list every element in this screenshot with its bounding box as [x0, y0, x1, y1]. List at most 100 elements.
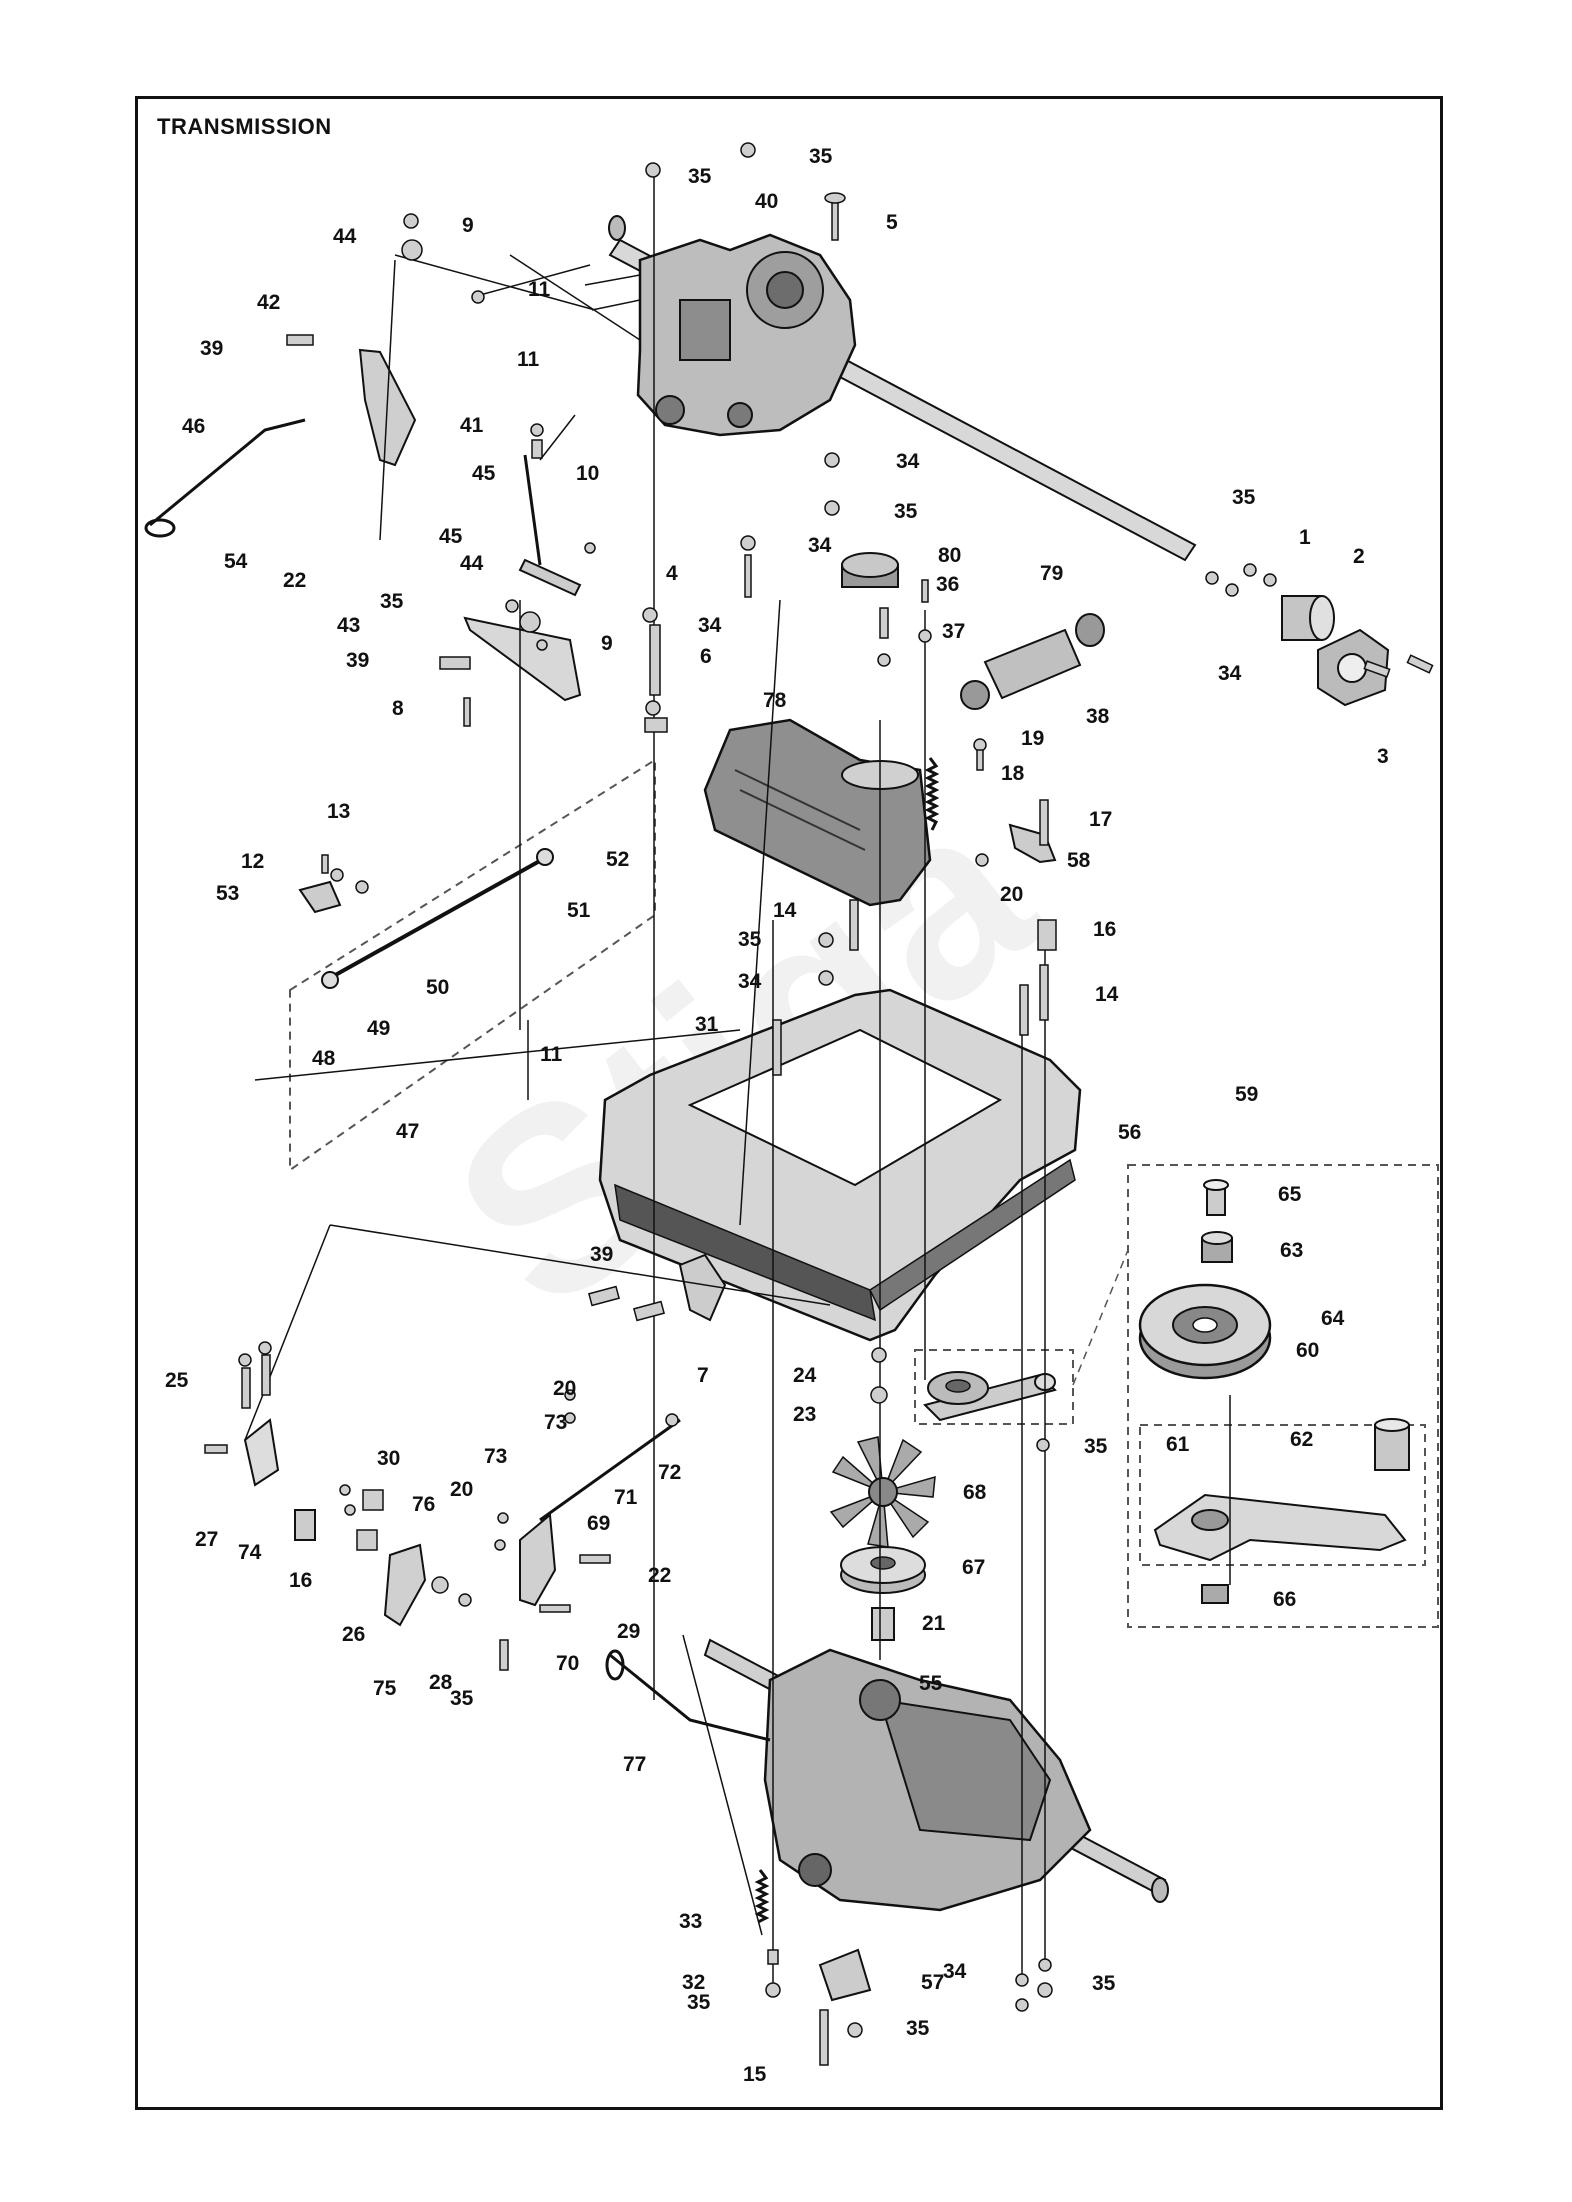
callout-65: 65	[1278, 1183, 1302, 1206]
callout-17: 17	[1089, 808, 1112, 831]
drive-pulley-67	[840, 1546, 926, 1594]
callout-60: 60	[1296, 1339, 1319, 1362]
callout-44a: 44	[333, 225, 357, 248]
lever-75	[383, 1543, 427, 1627]
callout-34f: 34	[943, 1960, 967, 1983]
callout-51: 51	[567, 899, 591, 922]
callout-50: 50	[426, 976, 449, 999]
rod-77	[609, 1653, 771, 1742]
callout-34d: 34	[1218, 662, 1242, 685]
callout-40: 40	[755, 190, 778, 213]
callout-35i: 35	[687, 1991, 711, 2014]
bolt-65	[1203, 1179, 1229, 1216]
fasteners	[204, 142, 1434, 2066]
leader-lines	[244, 170, 1231, 1990]
callout-32: 32	[682, 1971, 705, 1994]
callout-69: 69	[587, 1512, 610, 1535]
group-47-dashed-box	[289, 758, 656, 1172]
lower-transaxle	[703, 1638, 1169, 1912]
callout-55: 55	[919, 1672, 943, 1695]
callout-37: 37	[942, 620, 965, 643]
callout-58: 58	[1067, 849, 1091, 872]
callout-54: 54	[224, 550, 248, 573]
callout-49: 49	[367, 1017, 390, 1040]
callout-36: 36	[936, 573, 959, 596]
lever-69	[519, 1513, 557, 1607]
callout-39a: 39	[200, 337, 223, 360]
callout-61: 61	[1166, 1433, 1190, 1456]
callout-35e: 35	[380, 590, 404, 613]
callout-64: 64	[1321, 1307, 1345, 1330]
callout-2: 2	[1353, 545, 1365, 568]
callout-39b: 39	[346, 649, 369, 672]
callout-57: 57	[921, 1971, 944, 1994]
lever-43	[463, 616, 582, 702]
callout-9b: 9	[601, 632, 613, 655]
callout-34a: 34	[896, 450, 920, 473]
callout-19: 19	[1021, 727, 1044, 750]
nut-66	[1201, 1584, 1229, 1604]
control-rod-54	[144, 418, 306, 538]
diagram-frame	[135, 96, 1443, 2110]
callout-48: 48	[312, 1047, 336, 1070]
callout-56: 56	[1118, 1121, 1141, 1144]
callout-16a: 16	[1093, 918, 1116, 941]
callout-35b: 35	[809, 145, 833, 168]
callout-45a: 45	[472, 462, 496, 485]
callout-34c: 34	[698, 614, 722, 637]
callout-21: 21	[922, 1612, 946, 1635]
callout-8: 8	[392, 697, 404, 720]
oil-hose	[960, 613, 1105, 710]
callout-35c: 35	[894, 500, 918, 523]
callout-28: 28	[429, 1671, 453, 1694]
callout-1: 1	[1299, 526, 1311, 549]
callout-14b: 14	[1095, 983, 1119, 1006]
callout-63: 63	[1280, 1239, 1303, 1262]
callout-22a: 22	[283, 569, 306, 592]
callout-70: 70	[556, 1652, 579, 1675]
callout-35k: 35	[1092, 1972, 1116, 1995]
callout-35d: 35	[1232, 486, 1256, 509]
callout-52: 52	[606, 848, 629, 871]
callout-11c: 11	[540, 1043, 563, 1066]
callout-73b: 73	[484, 1445, 507, 1468]
group-59-connector	[1072, 1249, 1129, 1386]
group-59-dashed-box	[1127, 1164, 1439, 1628]
callout-59: 59	[1235, 1083, 1258, 1106]
idler-arm-61	[1153, 1493, 1407, 1562]
callout-3: 3	[1377, 745, 1389, 768]
idler-pulley-64	[1138, 1283, 1272, 1380]
callout-35g: 35	[1084, 1435, 1108, 1458]
callout-6: 6	[700, 645, 712, 668]
callout-42: 42	[257, 291, 280, 314]
callout-35j: 35	[906, 2017, 930, 2040]
callout-80: 80	[938, 544, 961, 567]
callout-12: 12	[241, 850, 264, 873]
callout-44b: 44	[460, 552, 484, 575]
callout-23: 23	[793, 1403, 816, 1426]
spacer-16-lower	[294, 1509, 316, 1541]
transmission-frame	[598, 988, 1082, 1342]
callout-35f: 35	[738, 928, 762, 951]
callout-10: 10	[576, 462, 599, 485]
idler-pulley-assembly	[923, 1371, 1057, 1422]
callout-41: 41	[460, 414, 484, 437]
callout-15: 15	[743, 2063, 767, 2086]
callout-34e: 34	[738, 970, 762, 993]
rod-71	[539, 1418, 681, 1522]
callout-46: 46	[182, 415, 205, 438]
callout-72: 72	[658, 1461, 681, 1484]
callout-34b: 34	[808, 534, 832, 557]
diagram-title: TRANSMISSION	[157, 114, 332, 139]
upper-transmission-housing	[636, 233, 857, 437]
callout-38: 38	[1086, 705, 1110, 728]
callout-68: 68	[963, 1481, 987, 1504]
group-60-dashed-box	[1139, 1424, 1426, 1566]
rod-45	[518, 454, 582, 597]
group-pulley-dashed-box	[914, 1349, 1074, 1425]
callout-74: 74	[238, 1541, 262, 1564]
callout-16b: 16	[289, 1569, 312, 1592]
callout-73a: 73	[544, 1411, 567, 1434]
callout-53: 53	[216, 882, 239, 905]
callout-33: 33	[679, 1910, 702, 1933]
